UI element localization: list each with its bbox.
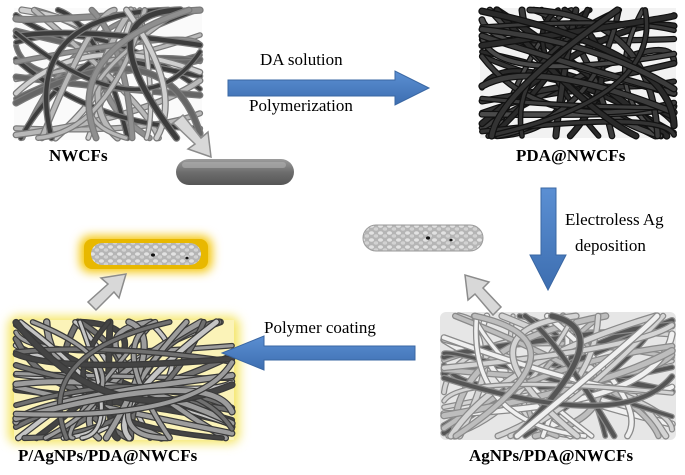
zoom-arrow-icon [171, 113, 212, 159]
process-arrow-right-icon [227, 70, 431, 106]
fiber [441, 323, 675, 370]
pda-fiber-mat [478, 6, 678, 140]
fiber [489, 7, 620, 139]
fiber [13, 30, 203, 48]
fiber [13, 360, 235, 417]
fiber [57, 320, 172, 440]
process-arrow-down-icon [529, 187, 567, 292]
fiber [13, 384, 235, 436]
step1-label-line1: DA solution [260, 50, 343, 69]
ag-fiber-mat [440, 312, 676, 440]
fiber [479, 73, 677, 115]
step2-label-line1: Electroless Ag [565, 210, 664, 229]
fiber [31, 320, 105, 440]
fiber [442, 382, 674, 403]
coated-fiber-mat [8, 316, 240, 444]
ag-pda-nwcfs-label: AgNPs/PDA@NWCFs [469, 446, 634, 465]
fiber [14, 52, 202, 96]
ag-single-fiber [362, 224, 484, 252]
fiber [86, 7, 192, 141]
zoom-arrow-icon [464, 273, 503, 317]
nwcfs-label: NWCFs [49, 146, 108, 165]
p-ag-pda-nwcfs-label: P/AgNPs/PDA@NWCFs [18, 446, 198, 465]
fiber [479, 27, 677, 92]
fiber [523, 313, 617, 439]
fiber [479, 13, 677, 48]
fiber [453, 313, 533, 439]
step1-label-line2: Polymerization [249, 96, 353, 115]
process-arrow-left-icon [220, 335, 416, 371]
fiber [479, 8, 677, 128]
fiber [514, 313, 660, 439]
fiber [39, 7, 117, 141]
fiber [78, 320, 103, 440]
fiber [13, 388, 235, 421]
fiber [13, 351, 235, 367]
step3-label: Polymer coating [264, 318, 376, 337]
nwcf-single-fiber [176, 159, 294, 185]
nwcfs-fiber-mat [12, 6, 204, 142]
fiber [442, 374, 674, 408]
fiber [486, 8, 649, 138]
coated-single-fiber [80, 236, 212, 272]
fiber [43, 7, 171, 141]
fiber [14, 31, 202, 92]
fiber [513, 313, 583, 439]
pda-nwcfs-label: PDA@NWCFs [516, 146, 626, 165]
step2-label-line2: deposition [575, 236, 646, 255]
zoom-arrow-icon [86, 273, 128, 312]
fiber [103, 319, 147, 441]
fiber [127, 7, 183, 141]
